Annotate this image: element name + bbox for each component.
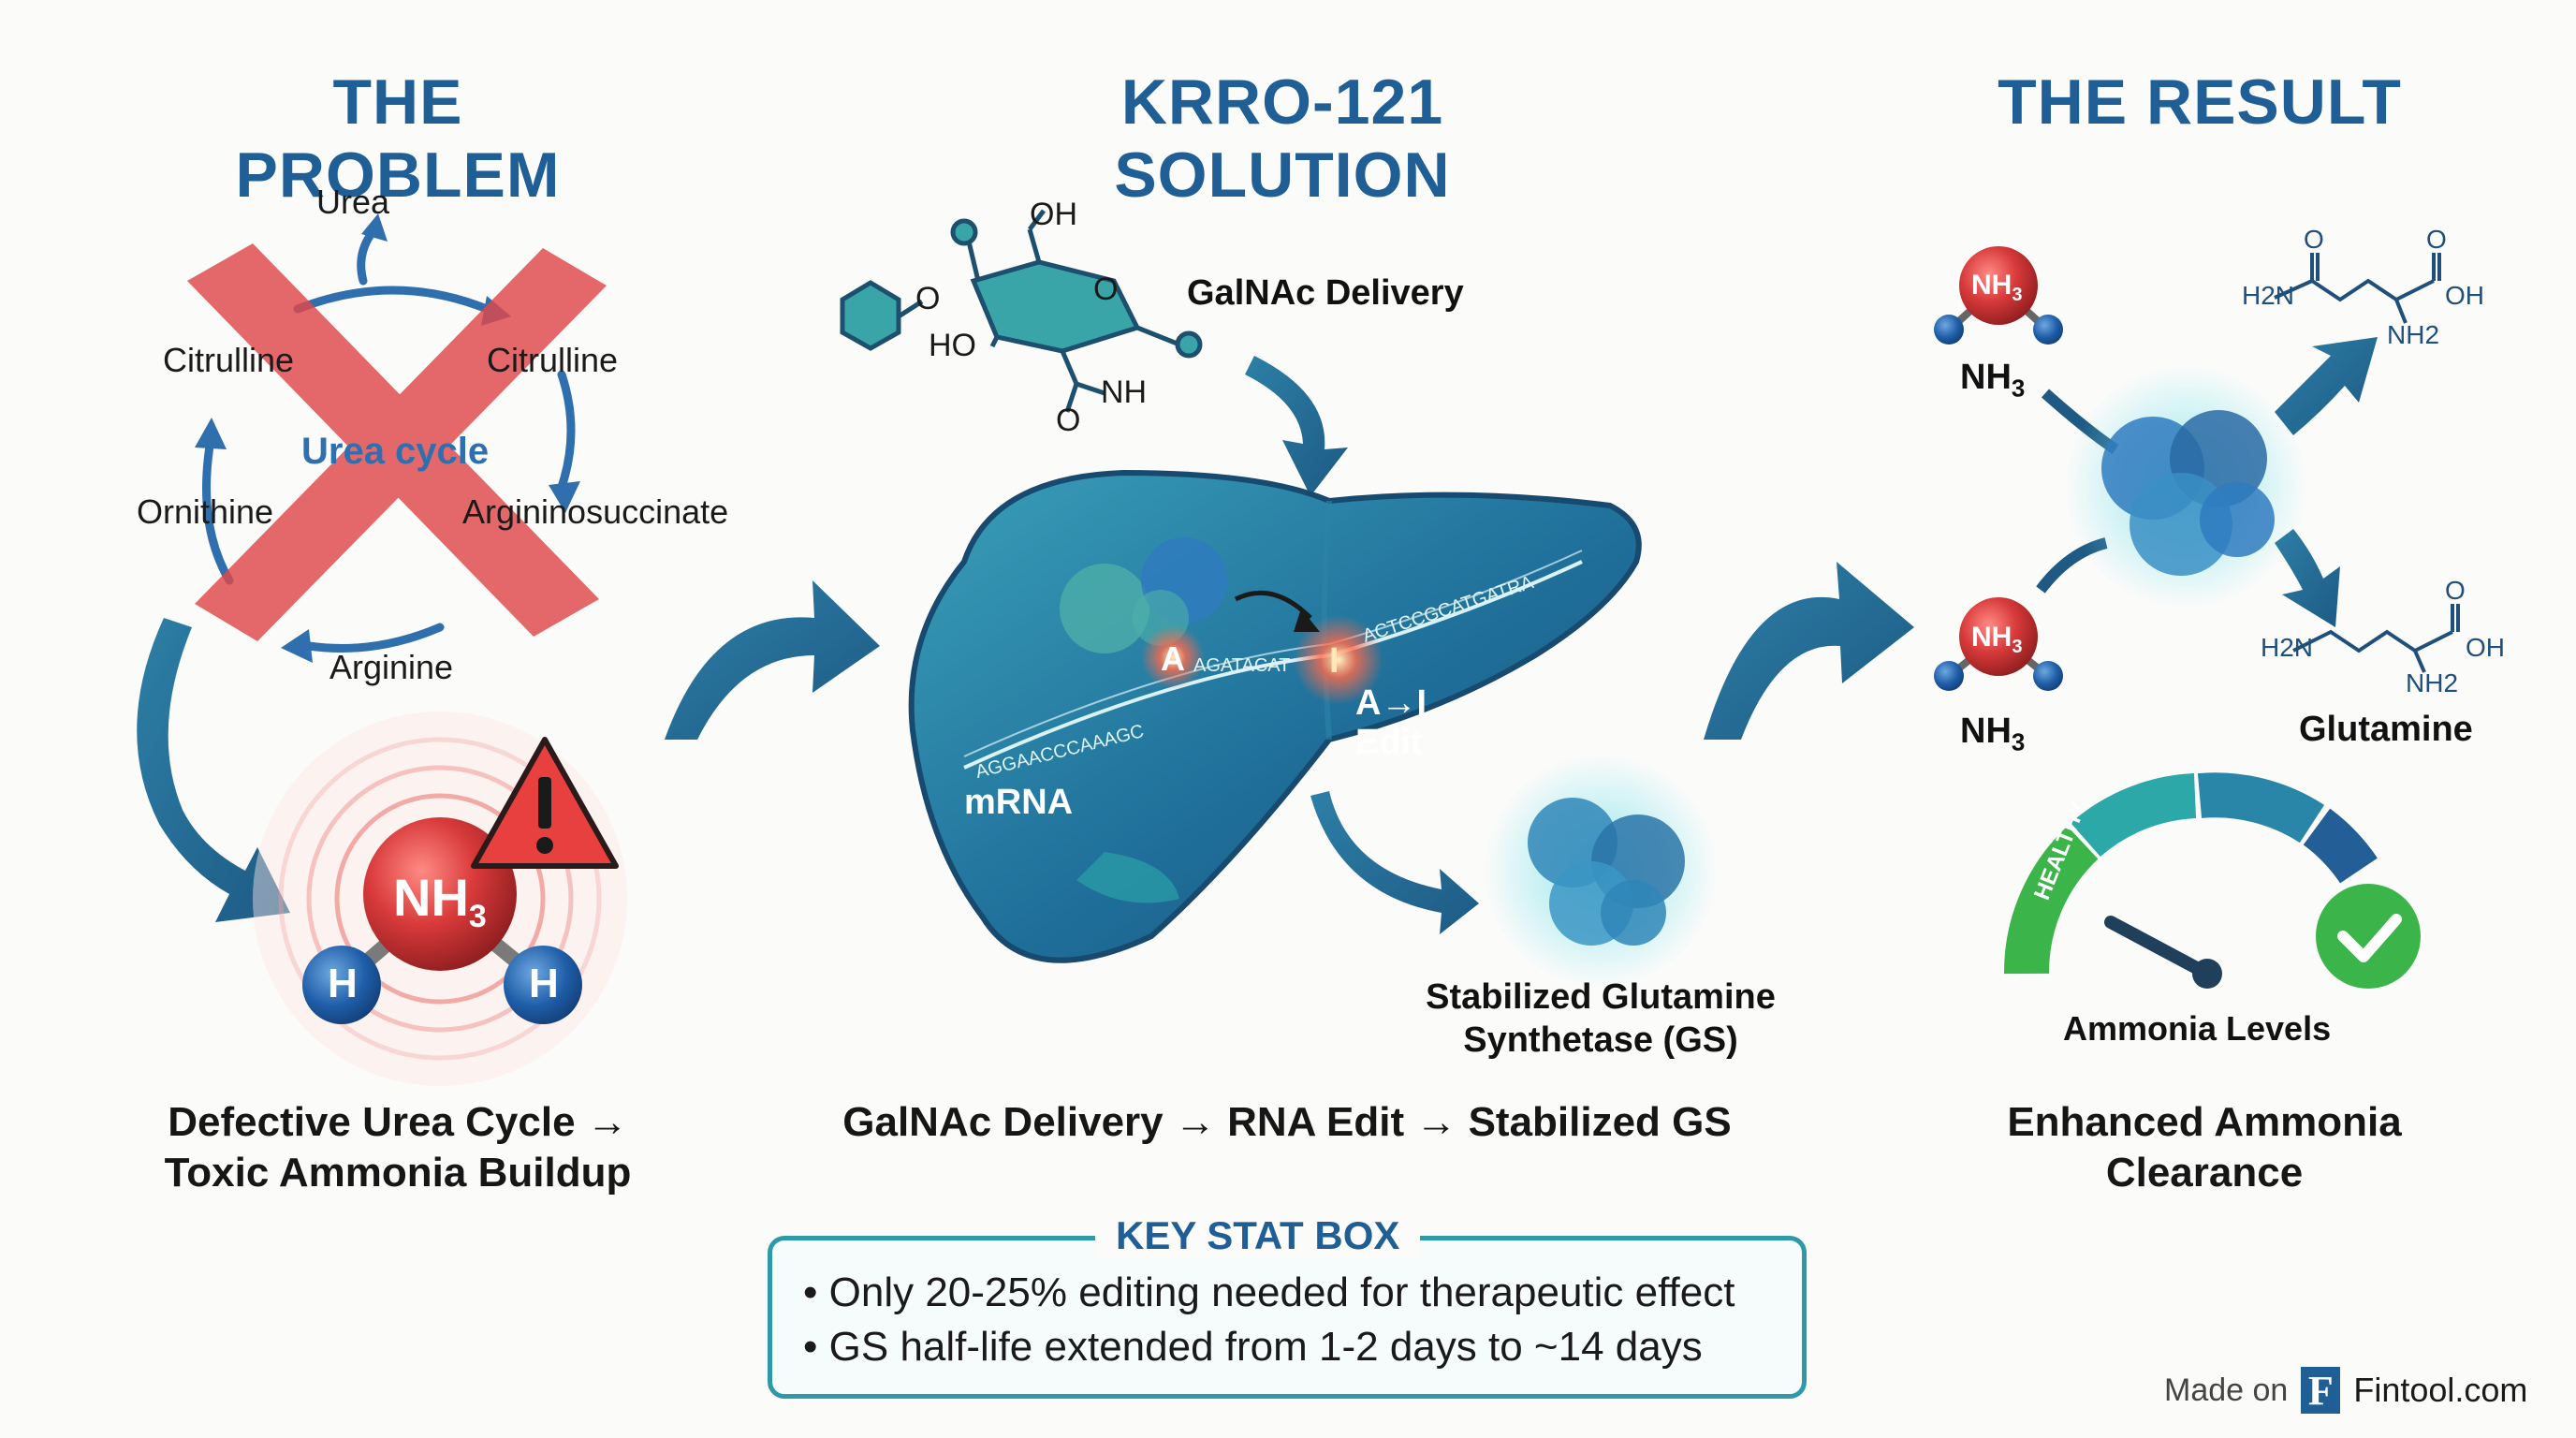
footer-attribution[interactable]: Made on F Fintool.com bbox=[2164, 1367, 2527, 1414]
stat-bullet: GS half-life extended from 1-2 days to ~… bbox=[803, 1320, 1734, 1374]
nh3-molecule-bottom bbox=[1934, 597, 2063, 691]
warning-icon bbox=[471, 737, 619, 869]
solution-title: KRRO-121 SOLUTION bbox=[1114, 66, 1451, 211]
nh3-molecule-top bbox=[1934, 246, 2063, 345]
urea-label: Urea bbox=[316, 183, 390, 221]
argininosuccinate-label: Argininosuccinate bbox=[462, 492, 729, 531]
key-stat-title: KEY STAT BOX bbox=[1095, 1213, 1421, 1258]
arginine-label: Arginine bbox=[329, 648, 454, 686]
arrow-solution-to-result bbox=[1704, 562, 1914, 740]
urea-cycle-center-label: Urea cycle bbox=[301, 431, 490, 472]
red-x-cross bbox=[187, 243, 607, 641]
product-molecule-top bbox=[2274, 253, 2441, 324]
galnac-molecule bbox=[840, 209, 1203, 413]
result-title: THE RESULT bbox=[1998, 66, 2402, 138]
mol-bottom-nh2: NH2 bbox=[2406, 668, 2459, 697]
nh3-bottom-label: NH3 bbox=[1960, 712, 2026, 756]
edit-label: A→I Edit bbox=[1355, 683, 1427, 762]
liver-to-gs-arrow bbox=[1310, 791, 1479, 934]
hydrogen-atom-right bbox=[504, 946, 582, 1024]
mrna-label: mRNA bbox=[964, 783, 1074, 822]
citrulline-left-label: Citrulline bbox=[163, 341, 295, 379]
hydrogen-right-label: H bbox=[529, 961, 559, 1006]
solution-caption: GalNAc Delivery → RNA Edit → Stabilized … bbox=[842, 1099, 1732, 1145]
base-i-glow bbox=[1294, 615, 1383, 705]
key-stat-bullets: Only 20-25% editing needed for therapeut… bbox=[803, 1266, 1735, 1374]
mrna-sequence-mid: AGATACAT bbox=[1193, 655, 1291, 676]
result-gs-enzyme bbox=[2064, 365, 2307, 609]
nh3-top-inner: NH3 bbox=[1971, 270, 2023, 305]
check-icon bbox=[2316, 884, 2421, 989]
ammonia-alert-rings bbox=[278, 737, 602, 1061]
made-on-text: Made on bbox=[2164, 1372, 2289, 1408]
mol-top-o2: O bbox=[2426, 225, 2447, 254]
nh3-top-label: NH3 bbox=[1960, 358, 2026, 403]
nh3-label: NH3 bbox=[393, 868, 487, 935]
galnac-ho: HO bbox=[929, 328, 976, 363]
fintool-brand-link[interactable]: Fintool.com bbox=[2353, 1371, 2528, 1409]
result-caption: Enhanced Ammonia Clearance bbox=[2007, 1099, 2402, 1196]
hydrogen-atom-left bbox=[302, 946, 381, 1024]
mol-top-oh: OH bbox=[2445, 281, 2484, 310]
problem-title: THE PROBLEM bbox=[235, 66, 561, 211]
galnac-o-bottom: O bbox=[1056, 403, 1081, 438]
mol-bottom-h2n: H2N bbox=[2261, 633, 2314, 662]
mol-top-o1: O bbox=[2304, 225, 2324, 254]
gauge-label: Ammonia Levels bbox=[2063, 1009, 2332, 1048]
problem-caption: Defective Urea Cycle → Toxic Ammonia Bui… bbox=[164, 1099, 632, 1196]
fintool-logo: F bbox=[2301, 1367, 2341, 1414]
base-a-label: A bbox=[1161, 639, 1185, 678]
mol-top-nh2: NH2 bbox=[2387, 320, 2440, 349]
output-arrow-bottom bbox=[2275, 529, 2340, 627]
product-molecule-bottom bbox=[2292, 604, 2460, 673]
citrulline-right-label: Citrulline bbox=[487, 341, 619, 379]
galnac-to-liver-arrow bbox=[1245, 356, 1348, 496]
nh3-bottom-inner: NH3 bbox=[1971, 622, 2023, 657]
mol-bottom-o: O bbox=[2445, 576, 2466, 605]
gs-protein bbox=[1484, 754, 1718, 988]
galnac-o-left: O bbox=[915, 281, 941, 316]
glutamine-label: Glutamine bbox=[2299, 710, 2473, 749]
hydrogen-left-label: H bbox=[328, 961, 358, 1006]
problem-down-arrow bbox=[137, 618, 290, 922]
ammonia-gauge bbox=[2003, 772, 2378, 989]
ornithine-label: Ornithine bbox=[137, 492, 274, 531]
output-arrow-top bbox=[2275, 337, 2378, 435]
arrow-problem-to-solution bbox=[665, 580, 880, 740]
base-a-glow bbox=[1141, 625, 1205, 689]
stat-bullet: Only 20-25% editing needed for therapeut… bbox=[803, 1266, 1735, 1320]
galnac-nh: NH bbox=[1101, 374, 1148, 410]
gs-label: Stabilized Glutamine Synthetase (GS) bbox=[1426, 977, 1776, 1060]
galnac-oh: OH bbox=[1030, 197, 1077, 232]
mol-bottom-oh: OH bbox=[2466, 633, 2505, 662]
urea-cycle-arrows bbox=[202, 225, 576, 653]
galnac-delivery-label: GalNAc Delivery bbox=[1187, 273, 1464, 313]
galnac-ring-o: O bbox=[1093, 271, 1119, 307]
mol-top-h2n: H2N bbox=[2242, 281, 2295, 310]
base-i-label: I bbox=[1329, 641, 1339, 681]
